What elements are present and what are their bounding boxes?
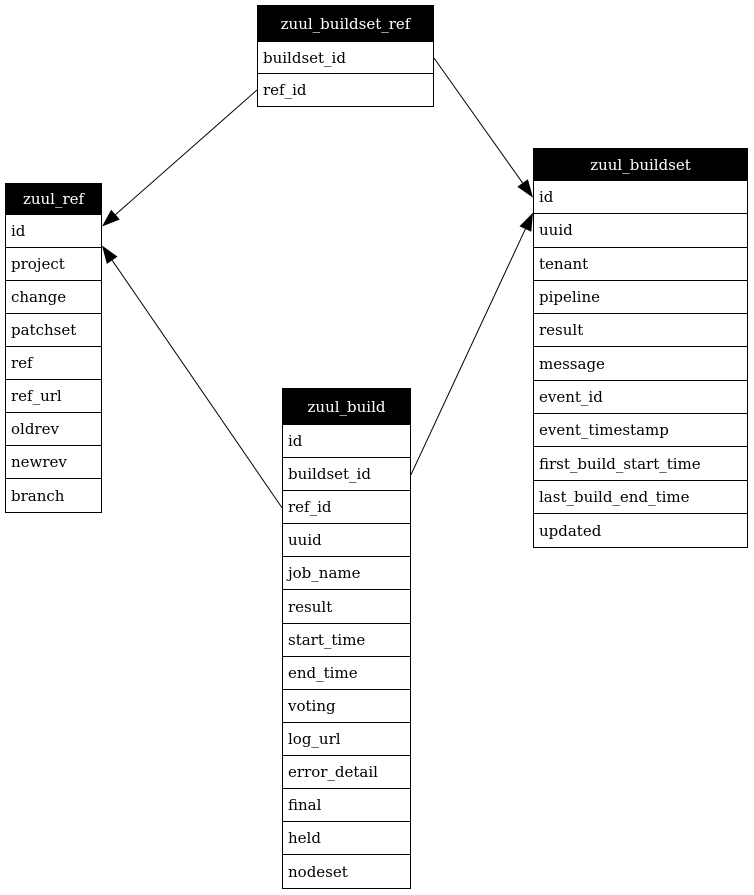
column-row-zuul_build-final: final — [283, 789, 410, 823]
column-row-zuul_ref-patchset: patchset — [6, 314, 101, 347]
table-header-zuul_buildset: zuul_buildset — [534, 149, 747, 181]
column-row-zuul_ref-project: project — [6, 248, 101, 281]
column-row-zuul_ref-oldrev: oldrev — [6, 413, 101, 446]
edge-zuul_buildset_ref-ref_id-to-zuul_ref — [115, 89, 258, 215]
column-row-zuul_buildset-last_build_end_time: last_build_end_time — [534, 481, 747, 514]
edge-zuul_buildset_ref-buildset_id-to-zuul_buildset — [433, 57, 523, 184]
column-row-zuul_build-buildset_id: buildset_id — [283, 458, 410, 492]
column-row-zuul_ref-ref: ref — [6, 347, 101, 380]
table-header-zuul_ref: zuul_ref — [6, 184, 101, 215]
column-row-zuul_ref-ref_url: ref_url — [6, 380, 101, 413]
column-row-zuul_ref-change: change — [6, 281, 101, 314]
column-row-zuul_build-voting: voting — [283, 690, 410, 723]
column-row-zuul_build-id: id — [283, 425, 410, 459]
edge-zuul_build-ref_id-to-zuul_ref — [111, 260, 283, 509]
arrowhead-icon — [102, 245, 118, 265]
column-row-zuul_buildset-event_timestamp: event_timestamp — [534, 414, 747, 448]
column-row-zuul_buildset-message: message — [534, 347, 747, 381]
column-row-zuul_buildset_ref-buildset_id: buildset_id — [258, 42, 433, 74]
column-row-zuul_buildset-first_build_start_time: first_build_start_time — [534, 447, 747, 481]
column-row-zuul_build-job_name: job_name — [283, 557, 410, 591]
column-row-zuul_build-start_time: start_time — [283, 624, 410, 657]
column-row-zuul_build-nodeset: nodeset — [288, 862, 348, 881]
column-row-zuul_ref-newrev: newrev — [6, 446, 101, 479]
column-row-zuul_buildset-pipeline: pipeline — [534, 281, 747, 315]
arrowhead-icon — [102, 209, 120, 227]
table-header-zuul_buildset_ref: zuul_buildset_ref — [258, 6, 433, 42]
column-row-zuul_build-end_time: end_time — [283, 657, 410, 690]
column-row-zuul_buildset-event_id: event_id — [534, 381, 747, 415]
column-row-zuul_buildset-uuid: uuid — [534, 214, 747, 248]
table-header-zuul_build: zuul_build — [283, 389, 410, 425]
edge-zuul_build-buildset_id-to-zuul_buildset — [410, 228, 526, 475]
column-row-zuul_build-log_url: log_url — [283, 723, 410, 756]
column-row-zuul_buildset-tenant: tenant — [534, 248, 747, 281]
column-row-zuul_build-result: result — [283, 590, 410, 624]
column-row-zuul_ref-id: id — [6, 215, 101, 248]
column-row-zuul_buildset-updated: updated — [539, 521, 602, 540]
arrowhead-icon — [519, 212, 533, 232]
column-row-zuul_build-held: held — [283, 822, 410, 856]
column-row-zuul_buildset-result: result — [534, 314, 747, 348]
column-row-zuul_ref-branch: branch — [11, 486, 65, 505]
column-row-zuul_build-error_detail: error_detail — [283, 756, 410, 790]
column-row-zuul_build-ref_id: ref_id — [283, 491, 410, 525]
column-row-zuul_buildset_ref-ref_id: ref_id — [263, 81, 307, 99]
arrowhead-icon — [517, 179, 533, 198]
column-row-zuul_buildset-id: id — [534, 181, 747, 215]
column-row-zuul_build-uuid: uuid — [283, 524, 410, 558]
